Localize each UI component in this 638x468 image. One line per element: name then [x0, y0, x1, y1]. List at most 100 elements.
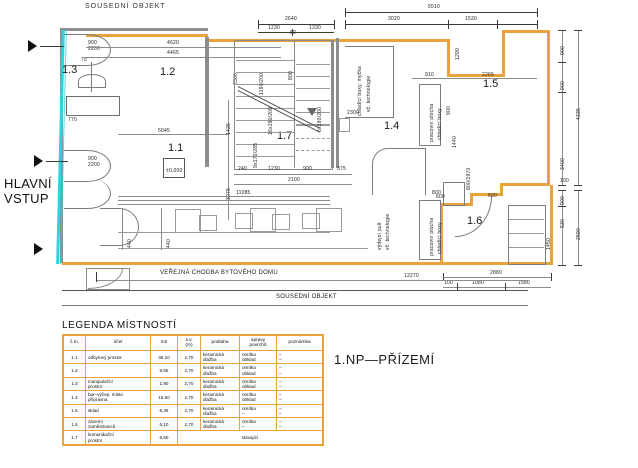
legend-cell-finish: omítka –: [239, 403, 277, 419]
outline-notch-h: [470, 193, 502, 196]
legend-header-row: č.m. účel m2 s.v. (m) podlaha úpravy pov…: [62, 334, 324, 351]
dim-tick: [558, 265, 566, 266]
legend-floor-l1: keramická: [203, 378, 224, 384]
legend-cell-note: – –: [276, 376, 324, 392]
dim-2300: 2300: [347, 110, 359, 116]
dim-chain-right-low: [562, 190, 563, 265]
annotation-serving-1: výdejní pult: [377, 222, 383, 250]
legend-cell-floor: keramická dlažba: [200, 376, 240, 392]
legend-cell-area: 6,10: [150, 417, 178, 432]
legend-header-sv: s.v. (m): [177, 334, 201, 351]
legend-cell-finish: omítka obklad: [239, 363, 277, 378]
table-row: 1.3 manipulační prostor 1,90 2,70 kerami…: [62, 376, 324, 392]
wall-vertical-mid: [205, 37, 209, 167]
partition-bar-2: [118, 204, 330, 205]
dim-tick: [497, 20, 498, 29]
legend-finish-l1: omítka: [242, 419, 256, 425]
dim-600b: 600: [436, 194, 445, 200]
legend-cell-floor: keramická dlažba: [200, 349, 240, 365]
legend-finish-l2: –: [242, 410, 245, 416]
furniture-seat: [302, 213, 320, 229]
legend-note-l1: –: [279, 352, 282, 357]
legend-cell-note: – –: [276, 349, 324, 365]
annotation-worktop-2: chladící boxy: [437, 108, 443, 140]
legend-cell-purpose: [85, 363, 151, 378]
legend-cell-note: – –: [276, 417, 324, 432]
stair-tread: [236, 60, 294, 61]
room-label-1-7: 1.7: [277, 130, 293, 142]
legend-cell-floor: keramická dlažba: [200, 390, 240, 405]
dim-stair-b: 16x190/200: [268, 106, 274, 135]
dim-1440: 1440: [452, 136, 458, 148]
stair-tread-r: [296, 76, 330, 77]
dim-240: 240: [238, 166, 247, 172]
partition-bar: [118, 200, 330, 201]
main-entrance-line1: HLAVNÍ: [4, 176, 52, 191]
legend-floor-l2: dlažba: [203, 424, 217, 430]
dim-tick: [505, 283, 506, 291]
dim-2100: 2100: [288, 177, 300, 183]
legend-floor-l2: dlažba: [203, 410, 217, 416]
table-row: 1.4 bar–výčep. místo přípravna 15,60 2,7…: [62, 390, 324, 405]
dim-r-530: 530: [560, 219, 566, 228]
outline-top-a: [86, 34, 208, 37]
dim-chain-right: [562, 30, 563, 185]
legend-header-sv-l1: s.v.: [185, 337, 193, 343]
dim-line-vertical: [228, 100, 229, 220]
legend-note-l2: –: [279, 397, 282, 403]
legend-cell-finish: omítka obklad: [239, 376, 277, 392]
legend-purpose-l2: přípravna: [88, 397, 108, 403]
legend-header-ucel: účel: [85, 334, 151, 351]
legend-cell-no: 1.3: [62, 376, 86, 392]
room-label-1-2: 1.2: [160, 66, 176, 78]
dim-tick: [334, 20, 335, 29]
legend-finish-l2: obklad: [242, 370, 256, 376]
dim-3075: 3075: [226, 188, 232, 200]
stair-tread: [236, 132, 294, 133]
legend-cell-note: – –: [276, 363, 324, 378]
dim-tick-v: [161, 208, 162, 250]
dim-tick: [574, 185, 582, 186]
legend-cell-height: 2,70: [177, 376, 201, 392]
dim-line: [258, 24, 334, 25]
legend-purpose-l1: manipulační: [88, 378, 113, 384]
legend-note-l2: –: [279, 384, 282, 390]
furniture-table: [250, 208, 276, 232]
entrance-arrow-main: [34, 155, 43, 167]
legend-header-sv-l2: (m): [185, 343, 193, 348]
legend-floor-l1: keramická: [203, 419, 224, 425]
legend-title: LEGENDA MÍSTNOSTÍ: [62, 320, 177, 331]
legend-cell-height: 2,70: [177, 403, 201, 419]
dim-b-100: 100: [444, 280, 453, 286]
dim-tick: [345, 8, 346, 17]
dim-tick: [537, 20, 538, 29]
dim-1230: 1230: [268, 25, 280, 31]
legend-header-upravy: úpravy povrchů: [239, 334, 277, 351]
main-entrance-line2: VSTUP: [4, 191, 49, 206]
label-neighbour-bottom: SOUSEDNÍ OBJEKT: [276, 294, 337, 300]
dim-line: [345, 24, 537, 25]
legend-purpose-l2: prostor: [88, 384, 103, 390]
legend-cell-area: 1,90: [150, 376, 178, 392]
annotation-worktop-1: pracovní plocha: [429, 103, 435, 142]
annotation-worktop-3: pracovní plocha: [429, 217, 435, 256]
dim-b-2880: 2880: [490, 270, 502, 276]
dim-r-900b: 900: [560, 81, 566, 90]
dim-4465: 4465: [167, 50, 179, 56]
dim-stair-d: 9x170/285: [253, 142, 259, 168]
dim-tick: [551, 273, 552, 281]
outline-notch-v: [500, 183, 503, 196]
dim-tick: [537, 8, 538, 17]
dim-stair-a: 1190/200: [259, 72, 265, 95]
legend-finish-l2: obklad: [242, 397, 256, 403]
dim-line-11085: [118, 196, 330, 197]
legend-cell-floor: keramická dlažba: [200, 417, 240, 432]
legend-purpose-l1: zázemí: [88, 419, 103, 425]
page-title: 1.NP—PŘÍZEMÍ: [334, 352, 435, 367]
room-1-4-zone: [345, 46, 394, 118]
room-label-1-3: 1.3: [62, 64, 78, 76]
dim-1530: 1530: [465, 16, 477, 22]
legend-cell-purpose: zázemí zaměstnanců: [85, 417, 151, 432]
level-marker: ±0,000: [163, 158, 186, 178]
